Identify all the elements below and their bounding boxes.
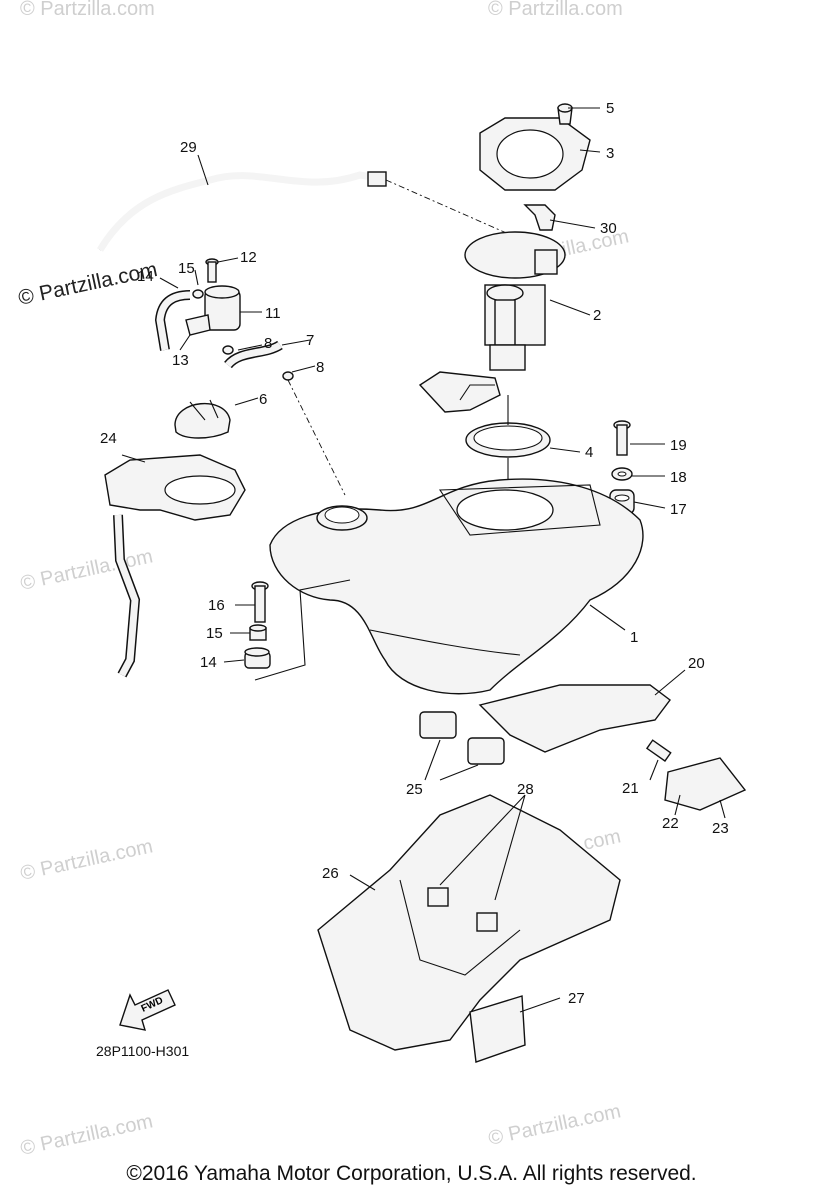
gasket-4 xyxy=(465,422,551,458)
callout-14: 14 xyxy=(200,654,217,671)
callout-26: 26 xyxy=(322,865,339,882)
damper-25a xyxy=(419,711,457,739)
fuel-tank-1 xyxy=(269,478,644,695)
callout-17: 17 xyxy=(670,501,687,518)
callout-3: 3 xyxy=(606,145,614,162)
callout-18: 18 xyxy=(670,469,687,486)
cover-20 xyxy=(478,684,671,753)
mount-leader xyxy=(254,579,351,681)
callout-21: 21 xyxy=(622,780,639,797)
clip-30 xyxy=(523,204,556,231)
plate-22-23 xyxy=(664,757,747,811)
cap-housing-24 xyxy=(104,454,246,521)
bolt-16 xyxy=(251,581,269,623)
callout-24: 24 xyxy=(100,430,117,447)
callout-11: 13 xyxy=(172,352,189,369)
callout-16: 16 xyxy=(208,597,225,614)
callout-30: 30 xyxy=(600,220,617,237)
valve-9 xyxy=(204,285,241,331)
bolt-10 xyxy=(205,258,219,283)
pad-28b xyxy=(476,912,498,932)
lower-cover-26 xyxy=(317,794,621,1051)
callout-29: 29 xyxy=(180,139,197,156)
callout-5: 5 xyxy=(606,100,614,117)
hose-routing-line-2 xyxy=(287,379,346,496)
breather-hose-29 xyxy=(99,174,379,251)
callout-7: 7 xyxy=(306,332,314,349)
collar-15 xyxy=(249,624,267,641)
callout-1: 1 xyxy=(630,629,638,646)
callout-23: 23 xyxy=(712,820,729,837)
hose-clamp-29 xyxy=(367,171,387,187)
drawing-code: 28P1100-H301 xyxy=(96,1043,189,1059)
callout-28: 28 xyxy=(517,781,534,798)
bracket-11 xyxy=(185,314,211,336)
callouts: 5 3 30 2 4 19 18 17 1 20 21 22 23 6 24 1… xyxy=(100,100,729,1007)
leader-lines xyxy=(121,107,726,1013)
pump-plate-3 xyxy=(479,117,591,191)
copyright-notice: ©2016 Yamaha Motor Corporation, U.S.A. A… xyxy=(126,1162,697,1185)
breather-hose-29-fill xyxy=(96,171,379,252)
damper-14 xyxy=(244,647,271,669)
watermark: © Partzilla.com xyxy=(18,835,154,885)
nut-5 xyxy=(557,103,573,125)
callout-22: 22 xyxy=(662,815,679,832)
callout-8a: 8 xyxy=(264,335,272,352)
callout-20: 20 xyxy=(688,655,705,672)
watermark: © Partzilla.com xyxy=(18,1110,154,1160)
filler-neck xyxy=(316,505,368,531)
callout-9: 11 xyxy=(265,305,281,322)
damper-25b xyxy=(467,737,505,765)
callout-4: 4 xyxy=(585,444,593,461)
callout-10: 12 xyxy=(240,249,257,266)
callout-25: 25 xyxy=(406,781,423,798)
seal-27 xyxy=(469,995,526,1063)
bolt-19 xyxy=(613,420,631,456)
watermark: © Partzilla.com xyxy=(488,0,623,20)
fuel-cap-6 xyxy=(174,399,231,439)
callout-19: 19 xyxy=(670,437,687,454)
callout-27: 27 xyxy=(568,990,585,1007)
callout-15: 15 xyxy=(206,625,223,642)
pad-28a xyxy=(427,887,449,907)
clip-8 xyxy=(222,345,234,355)
fuel-pump-2 xyxy=(418,231,566,413)
watermark: © Partzilla.com xyxy=(486,1100,622,1150)
clip-8 xyxy=(282,371,294,381)
callout-2: 2 xyxy=(593,307,601,324)
callout-12: 14 xyxy=(137,268,154,285)
callout-13: 15 xyxy=(178,260,195,277)
fwd-arrow-icon: FWD xyxy=(119,989,176,1031)
washer-18 xyxy=(611,467,633,481)
callout-6: 6 xyxy=(259,391,267,408)
clip-13 xyxy=(192,289,204,299)
callout-8b: 8 xyxy=(316,359,324,376)
bolt-21 xyxy=(645,739,672,762)
watermark: © Partzilla.com xyxy=(20,0,155,20)
